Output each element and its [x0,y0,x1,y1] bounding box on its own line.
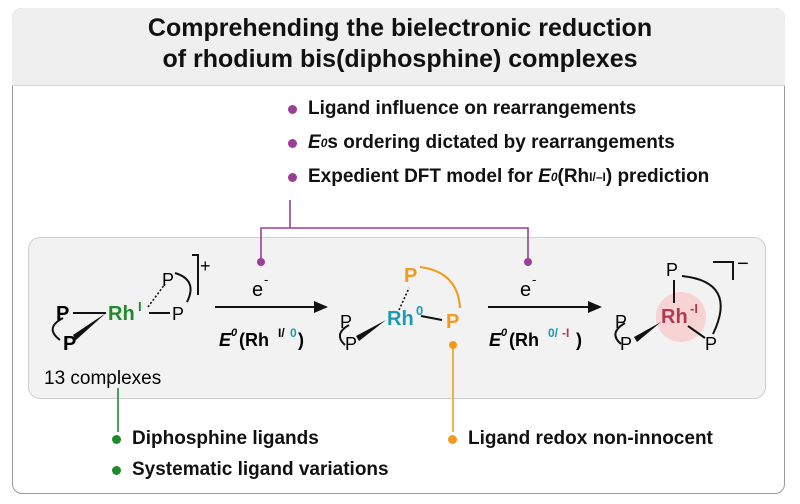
p-atom: P [705,334,717,354]
electron-superscript: - [264,272,268,287]
complex-rh-minus-i: P P P P Rh -I − [614,253,749,354]
electron-superscript: - [532,272,536,287]
charge-label: + [200,256,211,276]
complex-rh-i: P P P P Rh I + 13 complexes [44,254,211,389]
bullet-dot-icon [288,172,297,182]
complex-count-caption: 13 complexes [44,368,161,389]
potential-ox-b: -I [562,326,569,340]
potential-e: E [489,330,502,350]
rh-oxidation-state: 0 [416,303,423,318]
e-superscript: 0 [320,136,328,150]
p-atom: P [340,312,352,332]
rh-symbol: Rh [661,306,688,328]
potential-close: ) [298,330,304,350]
connector-dot-icon [257,258,265,266]
bullet-diphosphine-ligands: Diphosphine ligands [112,428,319,450]
potential-superscript: 0 [231,327,238,339]
bullet-text: Ligand influence on rearrangements [308,98,637,119]
purple-connector [260,200,529,260]
potential-superscript: 0 [501,327,508,339]
potential-ox-a: 0/ [548,326,559,340]
rh-symbol: Rh [108,303,135,325]
rh-text: (Rh [557,166,590,187]
potential-rh: (Rh [239,330,269,350]
rh-oxidation-state: -I [690,301,698,316]
complex-rh-0: P P P P Rh 0 [338,265,461,354]
potential-ox-b: 0 [290,326,297,340]
bullet-text: Diphosphine ligands [132,428,319,449]
p-atom-redox: P [404,265,417,287]
e-symbol: E [538,166,551,187]
bullet-tail: ) prediction [605,166,710,187]
p-atom: P [620,334,632,354]
e-superscript: 0 [550,170,558,184]
title-line-2: of rhodium bis(diphosphine) complexes [162,45,638,73]
reaction-panel [28,237,766,399]
bullet-text: Systematic ligand variations [132,459,389,480]
p-atom-redox: P [446,311,459,333]
title-line-1: Comprehending the bielectronic reduction [147,14,653,42]
potential-rh: (Rh [509,330,539,350]
bullet-systematic-variations: Systematic ligand variations [112,459,389,481]
p-atom: P [666,260,678,280]
reduction-arrow-2: e - E 0 (Rh 0/ -I ) [488,272,602,350]
bullet-dot-icon [112,465,121,475]
p-atom: P [615,312,627,332]
potential-close: ) [576,330,582,350]
bullet-dot-icon [112,434,121,444]
oxidation-superscript: I/–I [589,170,606,184]
p-atom: P [56,303,69,325]
charge-label: − [737,253,749,275]
rh-oxidation-state: I [138,299,142,314]
bullet-ligand-influence: Ligand influence on rearrangements [288,98,636,120]
reduction-arrow-1: e - E 0 (Rh I/ 0 ) [215,272,328,350]
connector-dot-icon [449,341,457,349]
bullet-text: Expedient DFT model for [308,166,539,187]
e-symbol: E [308,132,321,153]
bullet-text: Ligand redox non-innocent [468,428,713,449]
potential-e: E [219,330,232,350]
title-banner [12,8,785,86]
bullet-redox-non-innocent: Ligand redox non-innocent [448,428,713,450]
electron-label: e [252,279,263,301]
p-atom: P [345,334,357,354]
electron-label: e [520,279,531,301]
bullet-dot-icon [288,138,297,148]
rh-symbol: Rh [387,308,414,330]
p-atom: P [172,304,184,324]
connector-dot-icon [524,258,532,266]
p-atom: P [162,270,174,290]
bullet-dot-icon [448,434,457,444]
potential-ox-a: I/ [278,326,285,340]
bullet-dot-icon [288,104,297,114]
bullet-text: s ordering dictated by rearrangements [327,132,675,153]
p-atom: P [63,333,76,355]
